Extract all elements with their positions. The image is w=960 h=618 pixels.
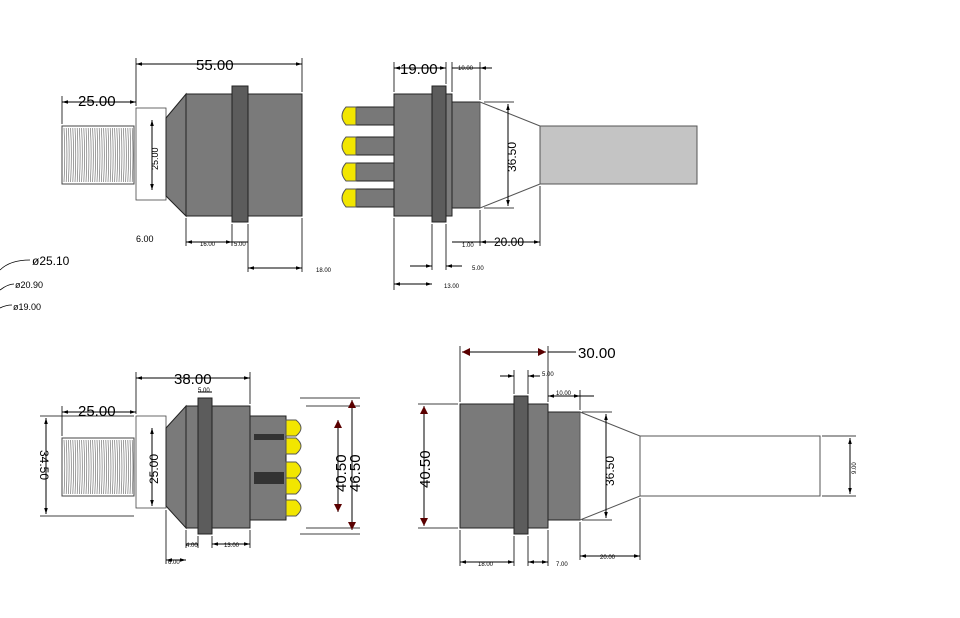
dim-7: 7.00 — [556, 562, 568, 568]
collar-bl — [197, 397, 213, 535]
dim-20-br: 20.00 — [600, 555, 616, 561]
dim-40-50-br: 40.50 — [417, 450, 434, 488]
dim-18: 18.00 — [316, 268, 332, 274]
dim-5-bl: 5.00 — [198, 388, 210, 394]
dim-18-br: 18.00 — [478, 562, 494, 568]
dim-25-thread: 25.00 — [78, 93, 116, 110]
dim-46-50: 46.50 — [347, 454, 364, 492]
dim-6-bl: 6.00 — [168, 560, 180, 566]
dim-16: 16.00 — [200, 242, 216, 248]
collar-rear — [431, 85, 447, 223]
cable — [539, 125, 698, 185]
diameter-callouts: ø25.10 ø20.90 ø19.00 — [0, 254, 70, 312]
dim-9: 9.00 — [852, 462, 858, 474]
dim-55: 55.00 — [196, 57, 234, 74]
collar — [231, 85, 249, 223]
dim-36-50: 36.50 — [505, 142, 519, 172]
dim-4: 4.00 — [186, 543, 198, 549]
view-top-left: 55.00 25.00 25.00 6.00 16.00 5.00 18.00 — [61, 57, 332, 274]
dim-20: 20.00 — [494, 235, 524, 249]
pins-top-right — [341, 106, 395, 208]
dim-36-50-br: 36.50 — [603, 456, 617, 486]
dim-6: 6.00 — [136, 234, 154, 244]
dim-5-br: 5.00 — [542, 372, 554, 378]
dim-5: 5.00 — [234, 242, 246, 248]
dim-40-50-bl: 40.50 — [333, 454, 350, 492]
dia-25-10: ø25.10 — [32, 254, 70, 268]
dim-38: 38.00 — [174, 371, 212, 388]
dia-20-90: ø20.90 — [15, 280, 43, 290]
pins-bottom-left — [285, 419, 302, 517]
nose-cone — [165, 92, 187, 218]
dim-34-50: 34.50 — [37, 450, 51, 480]
body-rear — [393, 93, 433, 217]
dim-5-tr: 5.00 — [472, 266, 484, 272]
strain-relief — [451, 101, 481, 209]
dim-25-bl: 25.00 — [147, 454, 161, 484]
view-bottom-left: 38.00 5.00 25.00 34.50 25.00 40.50 46.50… — [37, 371, 364, 566]
dim-25-bl-thread: 25.00 — [78, 403, 116, 420]
body-br — [459, 403, 515, 529]
dim-13-bl: 13.00 — [224, 543, 240, 549]
view-top-right: 19.00 10.00 36.50 20.00 1.00 5.00 13.00 — [341, 61, 698, 290]
dim-10: 10.00 — [458, 66, 474, 72]
dim-19: 19.00 — [400, 61, 438, 78]
dim-13: 13.00 — [444, 284, 460, 290]
dim-10-br: 10.00 — [556, 391, 572, 397]
dim-30: 30.00 — [578, 345, 616, 362]
dim-1: 1.00 — [462, 243, 474, 249]
dim-25-inner: 25.00 — [150, 147, 160, 170]
cable-br — [639, 435, 821, 497]
view-bottom-right: 30.00 5.00 10.00 40.50 36.50 9.00 18.00 … — [417, 345, 858, 568]
thread-top-left — [61, 125, 135, 185]
dia-19-00: ø19.00 — [13, 302, 41, 312]
